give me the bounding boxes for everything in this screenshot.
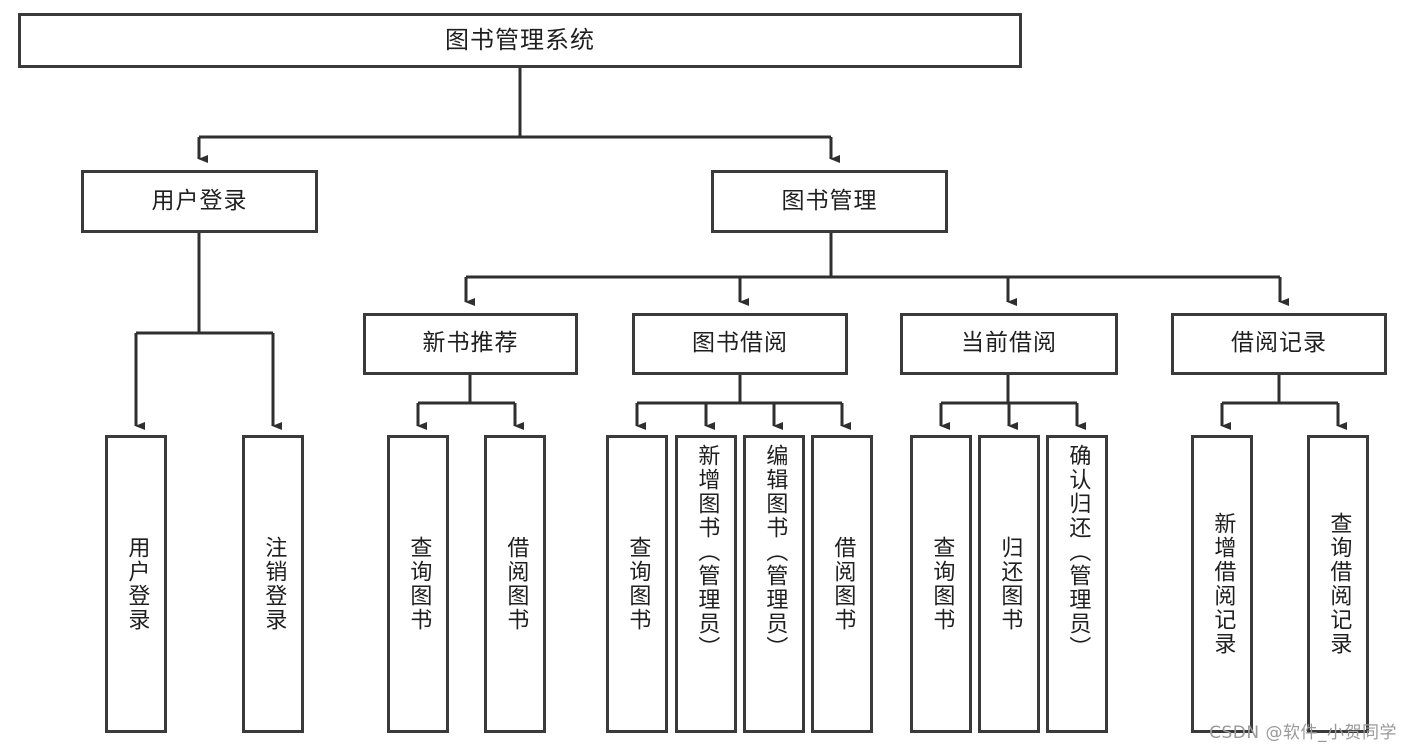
leaf-borrow-book[interactable]: 借阅图书 <box>811 435 873 733</box>
node-borrow-record[interactable]: 借阅记录 <box>1171 313 1387 375</box>
leaf-return-book[interactable]: 归还图书 <box>978 435 1040 733</box>
leaf-label: 查询图书 <box>929 536 955 632</box>
leaf-label: 用户登录 <box>124 536 150 632</box>
leaf-label: 借阅图书 <box>830 536 856 632</box>
node-label: 图书管理 <box>781 187 878 214</box>
leaf-label: 新增借阅记录 <box>1210 512 1236 656</box>
leaf-query-book-borrow[interactable]: 查询图书 <box>606 435 668 733</box>
leaf-label: 注销登录 <box>261 536 287 632</box>
leaf-label: 归还图书 <box>997 536 1023 632</box>
node-label: 新书推荐 <box>422 330 519 357</box>
leaf-edit-book-admin[interactable]: 编辑图书（管理员） <box>743 435 805 733</box>
leaf-label: 新增图书（管理员） <box>694 444 720 660</box>
leaf-confirm-return-admin[interactable]: 确认归还（管理员） <box>1046 435 1108 733</box>
node-label: 借阅记录 <box>1231 330 1327 357</box>
node-label: 用户登录 <box>151 187 248 214</box>
node-new-book-recommend[interactable]: 新书推荐 <box>363 313 578 375</box>
leaf-user-login[interactable]: 用户登录 <box>105 435 167 733</box>
leaf-label: 借阅图书 <box>503 536 529 632</box>
leaf-query-book-newbook[interactable]: 查询图书 <box>387 435 449 733</box>
leaf-query-book-current[interactable]: 查询图书 <box>910 435 972 733</box>
leaf-borrow-book-newbook[interactable]: 借阅图书 <box>484 435 546 733</box>
leaf-label: 编辑图书（管理员） <box>762 444 788 660</box>
leaf-logout[interactable]: 注销登录 <box>242 435 304 733</box>
node-current-borrow[interactable]: 当前借阅 <box>900 313 1118 375</box>
node-book-borrow[interactable]: 图书借阅 <box>632 313 848 375</box>
node-label: 当前借阅 <box>961 330 1057 357</box>
node-label: 图书借阅 <box>692 330 788 357</box>
node-user-login[interactable]: 用户登录 <box>81 170 318 233</box>
node-root-book-management-system[interactable]: 图书管理系统 <box>18 13 1022 68</box>
leaf-add-book-admin[interactable]: 新增图书（管理员） <box>675 435 737 733</box>
leaf-add-borrow-record[interactable]: 新增借阅记录 <box>1191 435 1253 733</box>
node-label: 图书管理系统 <box>445 26 595 55</box>
leaf-label: 查询图书 <box>625 536 651 632</box>
leaf-query-borrow-record[interactable]: 查询借阅记录 <box>1307 435 1369 733</box>
node-book-management[interactable]: 图书管理 <box>711 170 948 233</box>
leaf-label: 查询借阅记录 <box>1326 512 1352 656</box>
csdn-watermark: CSDN @软件_小贺同学 <box>1209 723 1397 743</box>
leaf-label: 查询图书 <box>406 536 432 632</box>
leaf-label: 确认归还（管理员） <box>1065 444 1091 660</box>
